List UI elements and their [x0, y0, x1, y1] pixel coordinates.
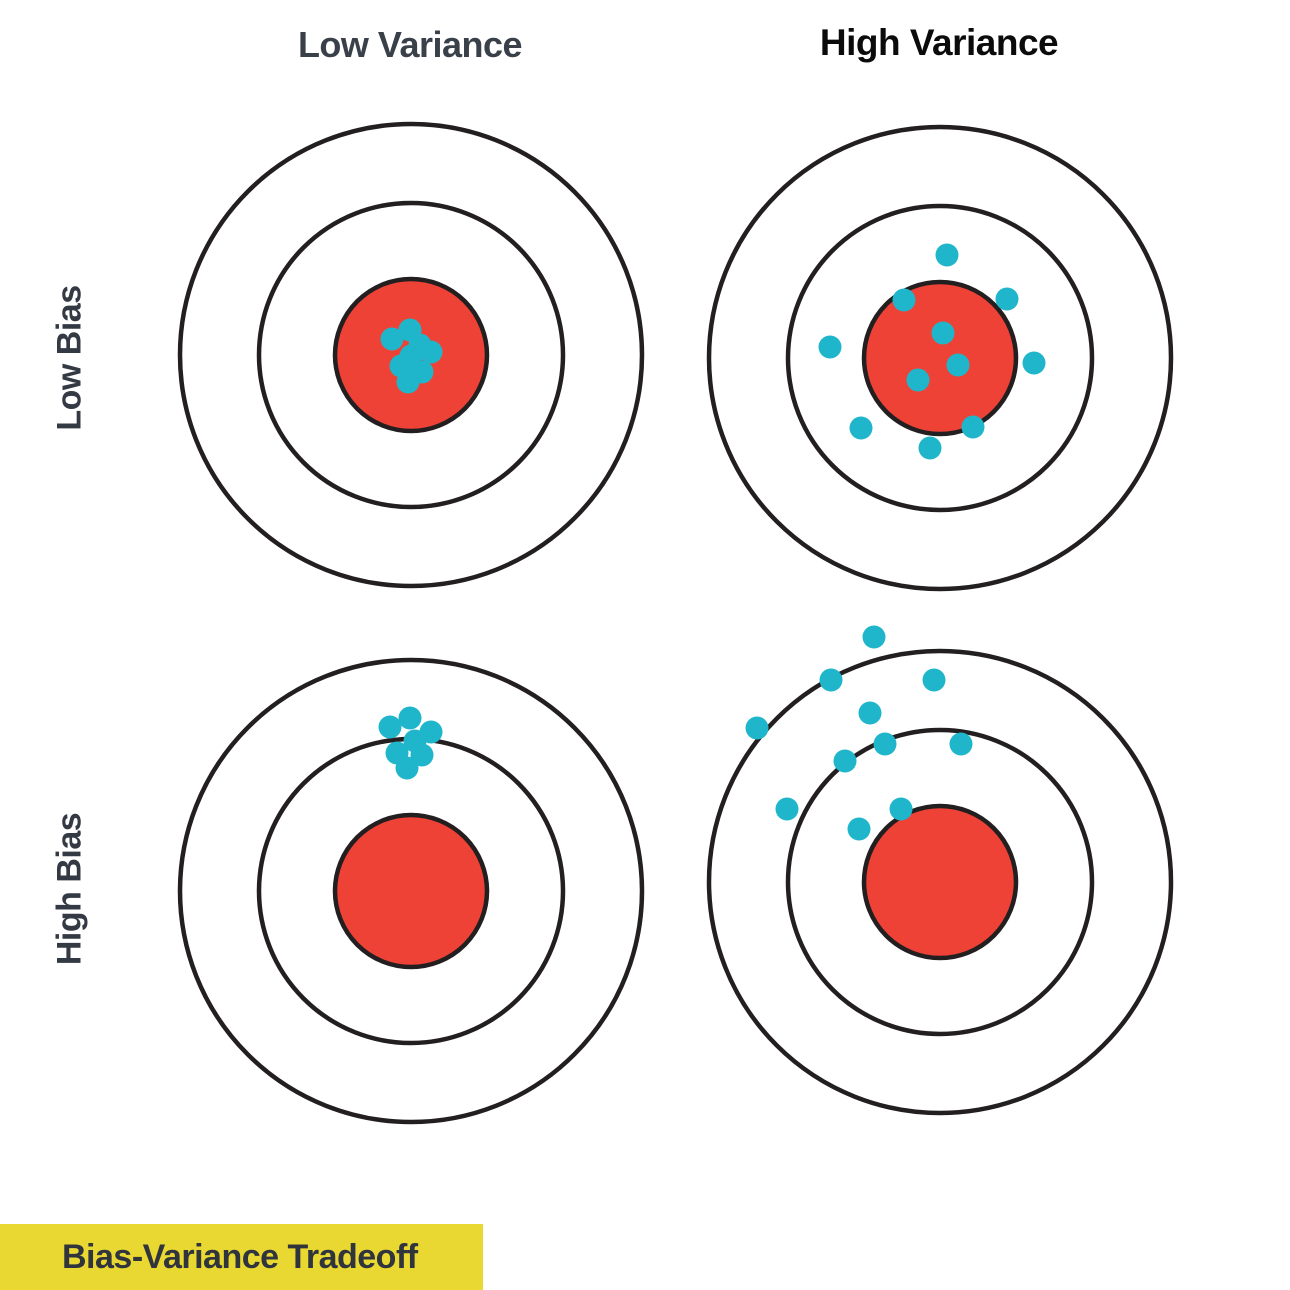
- shot-dot: [745, 716, 769, 740]
- shot-dot: [398, 706, 422, 730]
- shot-dot: [892, 288, 916, 312]
- bullseye: [332, 812, 490, 970]
- shot-dot: [1022, 351, 1046, 375]
- shot-dot: [946, 353, 970, 377]
- shot-dot: [918, 436, 942, 460]
- shot-dot: [395, 756, 419, 780]
- shot-dot: [873, 732, 897, 756]
- shot-dot: [995, 287, 1019, 311]
- shot-dot: [819, 668, 843, 692]
- row-label-high-bias: High Bias: [50, 812, 89, 966]
- target-low-bias-high-variance: [706, 124, 1174, 592]
- shot-dot: [378, 715, 402, 739]
- column-header-high-variance: High Variance: [819, 22, 1059, 63]
- shot-dot: [419, 340, 443, 364]
- shot-dot: [961, 415, 985, 439]
- shot-dot: [818, 335, 842, 359]
- shot-dot: [380, 327, 404, 351]
- shot-dot: [847, 817, 871, 841]
- shot-dot: [410, 743, 434, 767]
- title-banner: Bias-Variance Tradeoff: [0, 1224, 483, 1290]
- shot-dot: [849, 416, 873, 440]
- shot-dot: [833, 749, 857, 773]
- shot-dot: [862, 625, 886, 649]
- shot-dot: [396, 370, 420, 394]
- target-high-bias-low-variance: [177, 657, 645, 1125]
- shot-dot: [906, 368, 930, 392]
- target-high-bias-high-variance: [706, 625, 1174, 1116]
- shot-dot: [858, 701, 882, 725]
- shot-dot: [949, 732, 973, 756]
- column-header-low-variance: Low Variance: [297, 24, 523, 65]
- shot-dot: [775, 797, 799, 821]
- target-low-bias-low-variance: [177, 121, 645, 589]
- shot-dot: [889, 797, 913, 821]
- title-banner-label: Bias-Variance Tradeoff: [62, 1237, 418, 1276]
- bullseye: [861, 803, 1019, 961]
- row-label-low-bias: Low Bias: [50, 285, 89, 431]
- bullseye: [861, 279, 1019, 437]
- shot-dot: [922, 668, 946, 692]
- shot-dot: [935, 243, 959, 267]
- shot-dot: [931, 321, 955, 345]
